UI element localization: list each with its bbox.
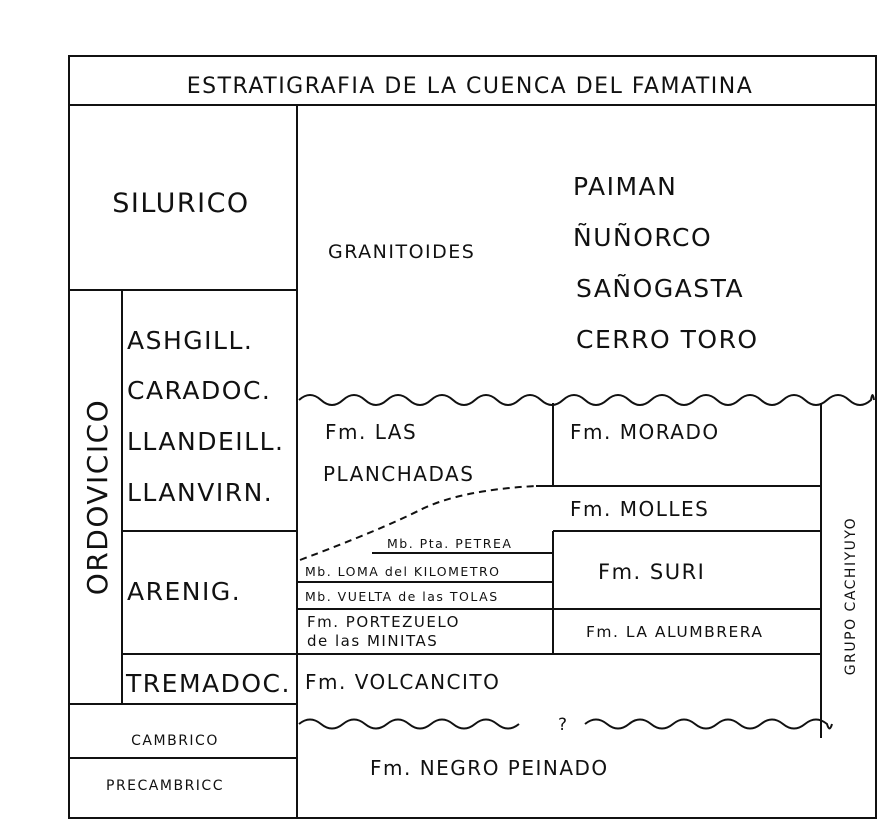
- stage-ashgill: ASHGILL.: [127, 326, 253, 355]
- stage-tremadoc: TREMADOC.: [125, 669, 291, 698]
- stage-arenig: ARENIG.: [127, 577, 241, 606]
- granitoid-body-2: ÑUÑORCO: [573, 222, 712, 252]
- granitoid-body-3: SAÑOGASTA: [576, 273, 744, 303]
- mb-pta-petrea: Mb. Pta. PETREA: [387, 536, 512, 551]
- stage-llandeill: LLANDEILL.: [127, 427, 284, 456]
- onlap-dashed-line: [299, 485, 537, 561]
- fm-volcancito: Fm. VOLCANCITO: [305, 670, 500, 694]
- upper-unconformity: [298, 394, 875, 406]
- granitoid-body-1: PAIMAN: [573, 172, 677, 201]
- fm-la-alumbrera: Fm. LA ALUMBRERA: [586, 623, 764, 641]
- stage-caradoc: CARADOC.: [127, 376, 271, 405]
- granitoides-label: GRANITOIDES: [328, 241, 475, 263]
- stage-llanvirn: LLANVIRN.: [127, 478, 273, 507]
- grupo-cachiyuyo: GRUPO CACHIYUYO: [843, 517, 859, 675]
- granitoid-body-4: CERRO TORO: [576, 325, 759, 354]
- period-precambrico: PRECAMBRICC: [106, 778, 224, 794]
- period-ordovicico: ORDOVICICO: [81, 399, 114, 595]
- outer-frame: [68, 55, 877, 819]
- grid-lines: [68, 55, 877, 819]
- fm-morado: Fm. MORADO: [570, 420, 720, 444]
- unknown-contact-mark: ?: [558, 715, 569, 735]
- fm-portezuelo-line2: de las MINITAS: [307, 632, 438, 650]
- period-cambrico: CAMBRICO: [131, 733, 219, 749]
- mb-vuelta-de-las-tolas: Mb. VUELTA de las TOLAS: [305, 589, 499, 604]
- fm-negro-peinado: Fm. NEGRO PEINADO: [370, 756, 609, 780]
- fm-molles: Fm. MOLLES: [570, 497, 709, 521]
- period-silurico: SILURICO: [112, 188, 249, 219]
- chart-title: ESTRATIGRAFIA DE LA CUENCA DEL FAMATINA: [187, 74, 754, 99]
- lower-unconformity: [298, 718, 833, 730]
- fm-las-planchadas-line1: Fm. LAS: [325, 420, 417, 444]
- fm-portezuelo-line1: Fm. PORTEZUELO: [307, 613, 460, 631]
- fm-las-planchadas-line2: PLANCHADAS: [323, 462, 474, 486]
- fm-suri: Fm. SURI: [598, 560, 705, 584]
- mb-loma-del-kilometro: Mb. LOMA del KILOMETRO: [305, 564, 501, 579]
